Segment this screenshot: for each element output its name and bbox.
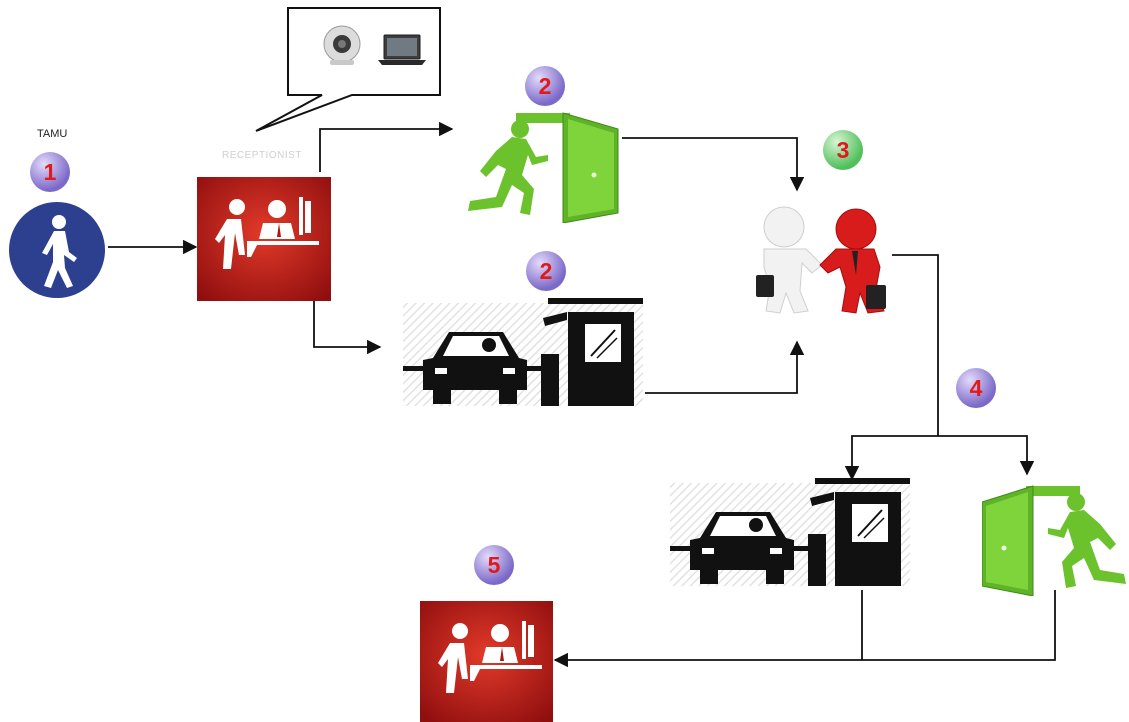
arrow-reception-to-door [320, 129, 452, 172]
receptionist-desk-icon [420, 601, 553, 722]
receptionist-desk-icon [197, 177, 331, 301]
line-handshake-to-split [892, 255, 938, 436]
step-badge-3: 3 [823, 130, 863, 170]
laptop-icon [378, 33, 426, 67]
visitor-label: TAMU [37, 128, 67, 140]
car-parking-gate-icon [403, 298, 643, 408]
car-parking-gate-icon [670, 478, 910, 588]
arrow-split-to-parking [852, 436, 938, 479]
arrow-split-to-door [938, 436, 1027, 474]
running-man-door-icon [982, 478, 1128, 596]
walking-person-icon [7, 200, 107, 300]
step-badge-1: 1 [30, 152, 70, 192]
running-man-door-icon [458, 105, 623, 223]
handshake-icon [750, 205, 890, 315]
arrow-reception-to-parking [314, 301, 380, 347]
arrow-return-to-reception [555, 590, 1055, 660]
step-badge-2-parking: 2 [526, 251, 566, 291]
step-badge-4: 4 [956, 368, 996, 408]
step-badge-2-door: 2 [525, 66, 565, 106]
arrow-parking-to-handshake [645, 342, 797, 393]
receptionist-label: RECEPTIONIST [222, 150, 302, 161]
step-badge-5: 5 [474, 545, 514, 585]
arrow-door-to-handshake [622, 138, 797, 190]
